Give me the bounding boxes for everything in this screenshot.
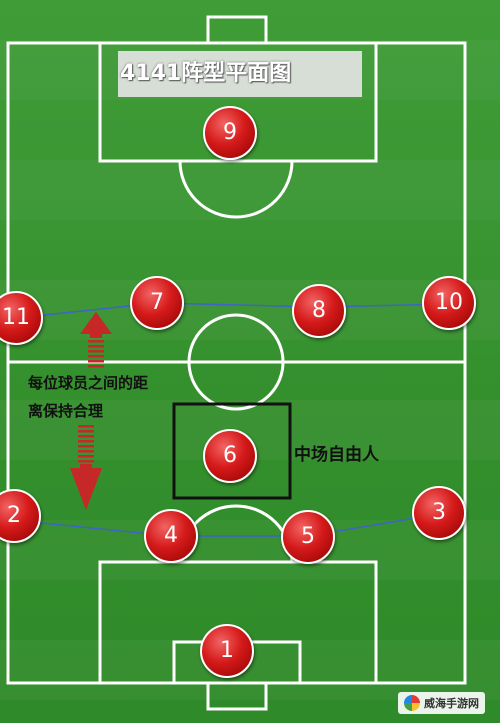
top-goal-box bbox=[206, 15, 268, 45]
spacing-note-line-2: 离保持合理 bbox=[28, 402, 104, 420]
watermark-logo-icon bbox=[404, 695, 420, 711]
player-marker: 1 bbox=[200, 624, 254, 678]
diagram-title: 4141阵型平面图 bbox=[118, 51, 362, 97]
player-marker: 10 bbox=[422, 276, 476, 330]
top-penalty-arc bbox=[178, 160, 294, 219]
player-marker: 2 bbox=[0, 489, 41, 543]
player-marker: 11 bbox=[0, 291, 43, 345]
free-man-box bbox=[172, 402, 292, 500]
defence-link-line bbox=[11, 513, 440, 537]
player-marker: 4 bbox=[144, 509, 198, 563]
spacing-note-line-1: 每位球员之间的距 bbox=[28, 374, 149, 392]
player-marker: 8 bbox=[292, 284, 346, 338]
player-marker: 9 bbox=[203, 106, 257, 160]
midfield-link-line bbox=[15, 302, 450, 319]
player-marker: 3 bbox=[412, 486, 466, 540]
player-marker: 7 bbox=[130, 276, 184, 330]
center-circle bbox=[187, 313, 285, 411]
up-arrow bbox=[80, 312, 112, 368]
player-marker: 5 bbox=[281, 510, 335, 564]
watermark-text: 威海手游网 bbox=[424, 697, 479, 710]
down-arrow bbox=[70, 425, 102, 510]
watermark: 威海手游网 bbox=[398, 692, 485, 714]
player-marker: 6 bbox=[203, 429, 257, 483]
free-man-label: 中场自由人 bbox=[294, 445, 379, 465]
bottom-goal-box bbox=[206, 681, 268, 711]
